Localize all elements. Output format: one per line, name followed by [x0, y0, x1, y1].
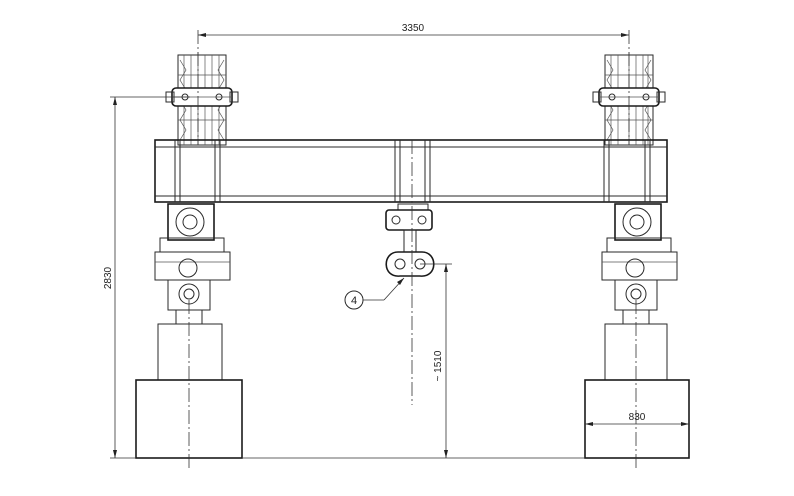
- base-width-dimension: 830: [585, 412, 689, 426]
- left-end-carriage: [154, 203, 231, 325]
- hook-assembly: [385, 203, 435, 277]
- height-dimension-label: 2830: [103, 266, 114, 289]
- right-column: [584, 323, 690, 459]
- center-lines: [188, 30, 637, 470]
- hook-height-dimension: ~ 1510: [242, 263, 585, 459]
- base-width-dimension-label: 830: [629, 412, 646, 423]
- left-rail-stack: [177, 52, 227, 146]
- span-dimension: 3350: [198, 23, 629, 37]
- main-beam: [154, 139, 668, 203]
- span-dimension-label: 3350: [402, 23, 425, 34]
- height-dimension: 2830: [103, 96, 190, 459]
- hook-height-dimension-label: ~ 1510: [433, 350, 444, 381]
- right-end-carriage: [601, 203, 678, 325]
- hook-callout: 4: [344, 277, 405, 310]
- hook-callout-number: 4: [351, 295, 357, 307]
